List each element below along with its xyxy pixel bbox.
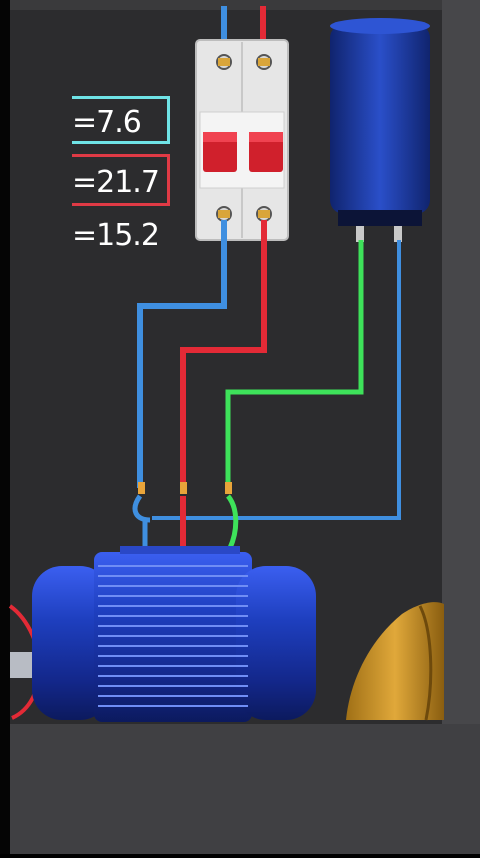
reading-blue: =7.6 bbox=[72, 96, 170, 144]
side-wall bbox=[442, 0, 480, 728]
reading-blue-value: =7.6 bbox=[72, 105, 142, 140]
reading-red: =21.7 bbox=[72, 154, 170, 206]
reading-white-value: =15.2 bbox=[72, 218, 160, 253]
reading-white: =15.2 bbox=[72, 214, 170, 260]
capacitor bbox=[330, 18, 430, 242]
motor-fan bbox=[346, 602, 444, 721]
green-wire-capacitor bbox=[225, 240, 364, 488]
reading-red-value: =21.7 bbox=[72, 165, 160, 200]
circuit-breaker bbox=[195, 39, 289, 241]
red-wire-breaker-motor bbox=[180, 220, 267, 488]
electric-motor bbox=[8, 546, 316, 722]
green-lead-loop bbox=[225, 494, 239, 550]
floor bbox=[10, 724, 480, 854]
blue-wire-breaker-motor bbox=[137, 220, 227, 488]
